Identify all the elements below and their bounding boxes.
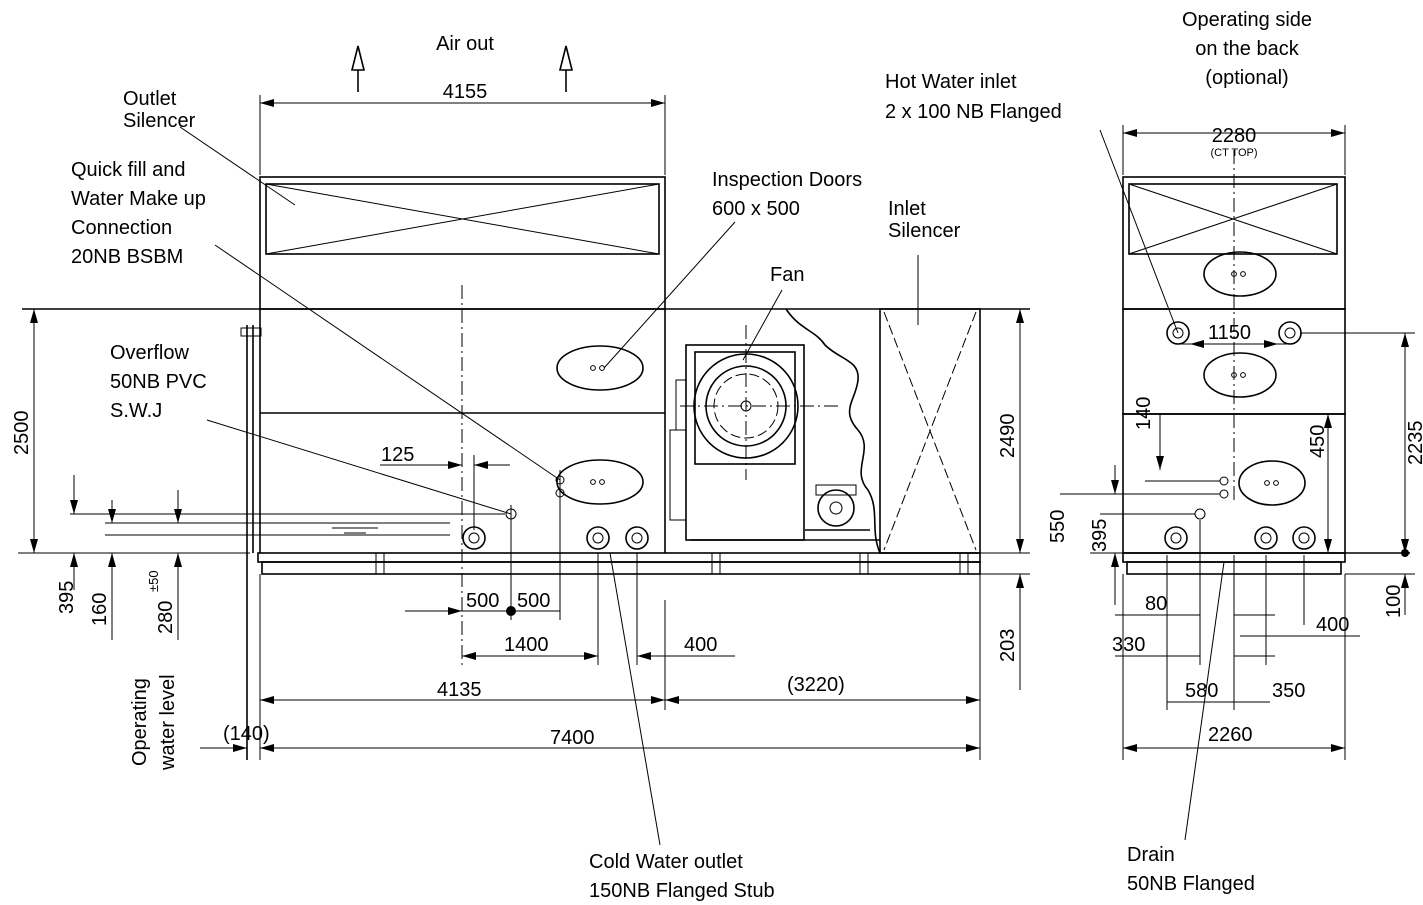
label-fan: Fan (770, 264, 804, 286)
dim-280-tolerance: ±50 (146, 570, 161, 592)
label-cold-water-outlet: Cold Water outlet (589, 851, 743, 873)
leader-lines (179, 126, 1225, 846)
dim-395: 395 (56, 581, 78, 614)
dim-80: 80 (1145, 593, 1167, 615)
label-inlet-silencer-2: Silencer (888, 220, 961, 242)
dim-450: 450 (1307, 425, 1329, 458)
label-operating-side: Operating side (1182, 9, 1312, 31)
label-inlet-silencer: Inlet (888, 198, 926, 220)
label-quick-fill-3: Connection (71, 217, 172, 239)
label-hot-water-inlet-2: 2 x 100 NB Flanged (885, 101, 1062, 123)
dim-3220: (3220) (787, 674, 845, 696)
label-cold-water-outlet-2: 150NB Flanged Stub (589, 880, 775, 902)
dim-125: 125 (381, 444, 414, 466)
label-operating-side-2: on the back (1195, 38, 1299, 60)
dim-500-right: 500 (517, 590, 550, 612)
label-air-out: Air out (436, 33, 494, 55)
label-drain-2: 50NB Flanged (1127, 873, 1255, 895)
dim-140: (140) (223, 723, 270, 745)
dim-395-side: 395 (1089, 519, 1111, 552)
dim-330: 330 (1112, 634, 1145, 656)
label-inspection-doors: Inspection Doors (712, 169, 862, 191)
label-operating-side-3: (optional) (1205, 67, 1288, 89)
label-inspection-doors-2: 600 x 500 (712, 198, 800, 220)
label-overflow-2: 50NB PVC (110, 371, 207, 393)
dim-160: 160 (89, 593, 111, 626)
dim-500-left: 500 (466, 590, 499, 612)
dim-203: 203 (997, 629, 1019, 662)
label-hot-water-inlet: Hot Water inlet (885, 71, 1017, 93)
dim-1400: 1400 (504, 634, 549, 656)
dim-2260: 2260 (1208, 724, 1253, 746)
dim-140-side: 140 (1133, 397, 1155, 430)
dimension-lines (18, 45, 1415, 760)
side-elevation (1122, 150, 1410, 575)
label-quick-fill-2: Water Make up (71, 188, 206, 210)
label-outlet-silencer: Outlet (123, 88, 177, 110)
label-overflow-3: S.W.J (110, 400, 162, 422)
dim-4135: 4135 (437, 679, 482, 701)
dim-2490: 2490 (997, 414, 1019, 459)
dim-2500: 2500 (11, 411, 33, 456)
dim-550: 550 (1047, 510, 1069, 543)
label-operating-water-level: Operating (129, 678, 151, 766)
dim-1150: 1150 (1208, 322, 1251, 344)
label-outlet-silencer-2: Silencer (123, 110, 196, 132)
dim-2235: 2235 (1405, 421, 1423, 466)
dim-2280: 2280 (1212, 125, 1257, 147)
dim-ct-top-note: (CT TOP) (1210, 147, 1257, 159)
dim-350: 350 (1272, 680, 1305, 702)
dim-580: 580 (1185, 680, 1218, 702)
front-elevation (22, 176, 1030, 760)
label-operating-water-level-2: water level (157, 674, 179, 771)
text-labels: Air out 4155 Outlet Silencer Quick fill … (11, 9, 1423, 902)
dim-400-side: 400 (1316, 614, 1349, 636)
label-overflow: Overflow (110, 342, 189, 364)
label-drain: Drain (1127, 844, 1175, 866)
dim-7400: 7400 (550, 727, 595, 749)
dim-100: 100 (1383, 585, 1405, 618)
label-quick-fill: Quick fill and (71, 159, 186, 181)
dim-4155: 4155 (443, 81, 488, 103)
label-quick-fill-4: 20NB BSBM (71, 246, 183, 268)
dim-280: 280 (155, 601, 177, 634)
dim-400: 400 (684, 634, 717, 656)
